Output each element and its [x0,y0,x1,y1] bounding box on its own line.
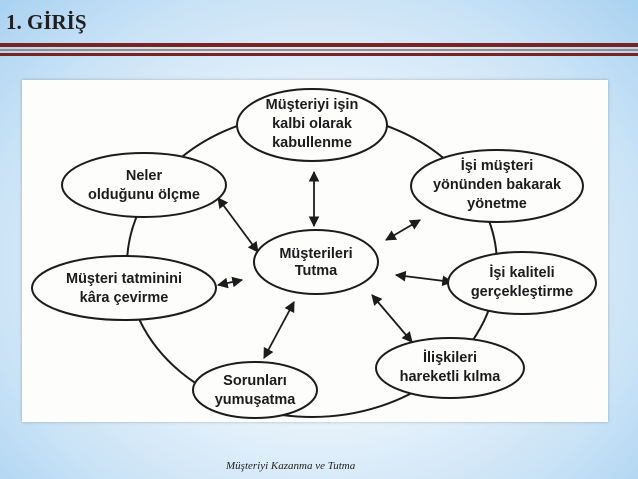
node-bottom-right: İlişkileri hareketli kılma [375,337,525,399]
node-bottom-line-1: Sorunları [223,373,287,389]
arrow-bottom-right [371,294,413,343]
node-top-right-shape [410,149,584,223]
arrow-bottom [263,301,295,359]
node-right-line-1: İşi kaliteli [489,264,554,281]
customer-retention-diagram: Müşterileri Tutma Müşteriyi işin kalbi o… [31,88,597,419]
node-top-right-line-2: yönünden bakarak [433,177,562,193]
node-top-line-2: kalbi olarak [272,116,353,132]
node-top-left-shape [61,152,227,218]
arrow-right [394,270,454,287]
slide-footer: Müşteriyi Kazanma ve Tutma [226,460,356,472]
title-rule-top [0,43,638,47]
node-bottom: Sorunları yumuşatma [192,361,318,419]
node-top-left-line-2: olduğunu ölçme [88,187,200,203]
arrow-top-right [385,219,421,241]
node-bottom-right-line-2: hareketli kılma [400,369,502,385]
node-bottom-right-shape [375,337,525,399]
connector-arrows [216,170,454,359]
node-left-shape [31,255,217,321]
center-node: Müşterileri Tutma [253,229,379,295]
title-rule-middle [0,49,638,51]
node-top-right-line-3: yönetme [467,196,527,212]
node-top-line-1: Müşteriyi işin [266,97,359,113]
node-bottom-shape [192,361,318,419]
node-top: Müşteriyi işin kalbi olarak kabullenme [236,88,388,162]
node-left: Müşteri tatminini kâra çevirme [31,255,217,321]
node-top-left-line-1: Neler [126,168,163,184]
title-rule-bottom [0,53,638,56]
node-right-line-2: gerçekleştirme [471,284,573,300]
node-top-line-3: kabullenme [272,135,352,151]
center-node-shape [253,229,379,295]
center-node-line-1: Müşterileri [279,246,352,262]
node-top-right-line-1: İşi müşteri [461,157,534,174]
node-top-shape [236,88,388,162]
arrow-left [216,276,244,289]
node-bottom-right-line-1: İlişkileri [423,349,477,366]
node-right: İşi kaliteli gerçekleştirme [447,251,597,315]
node-bottom-line-2: yumuşatma [215,392,297,408]
node-top-right: İşi müşteri yönünden bakarak yönetme [410,149,584,223]
node-top-left: Neler olduğunu ölçme [61,152,227,218]
arrow-top-left [217,197,259,253]
center-node-line-2: Tutma [295,263,338,279]
node-right-shape [447,251,597,315]
diagram-panel: Müşterileri Tutma Müşteriyi işin kalbi o… [22,80,608,422]
slide-title: 1. GİRİŞ [6,10,87,34]
node-left-line-2: kâra çevirme [80,290,169,306]
node-left-line-1: Müşteri tatminini [66,271,182,287]
